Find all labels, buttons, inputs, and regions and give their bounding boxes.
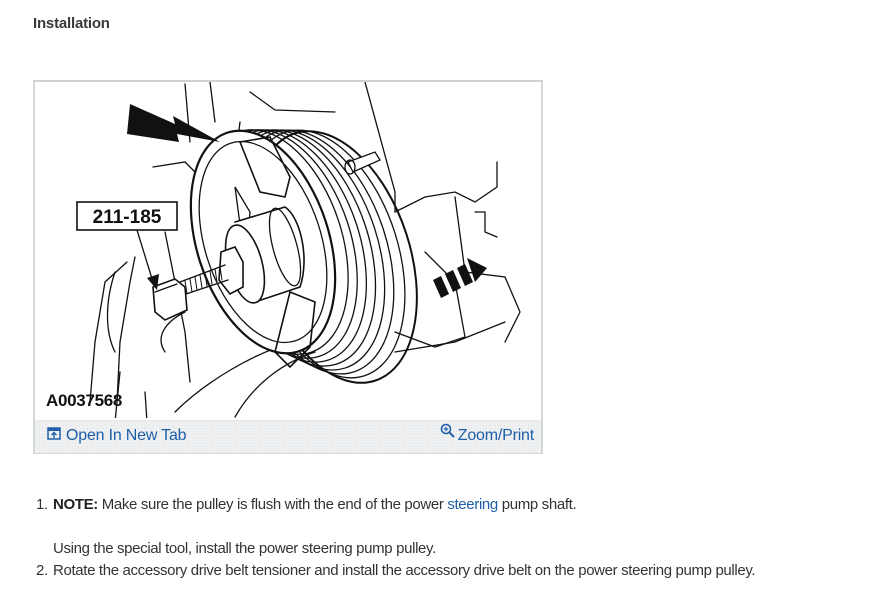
- motion-direction-arrow-icon: [433, 258, 487, 298]
- figure-id: A0037568: [46, 391, 123, 410]
- step-1: 1. NOTE: Make sure the pulley is flush w…: [33, 494, 863, 560]
- step-number: 1.: [36, 496, 48, 513]
- open-new-tab-icon: [47, 427, 61, 445]
- tool-callout-label: 211-185: [93, 207, 162, 228]
- zoom-in-magnifier-icon: [440, 423, 456, 444]
- step-2: 2. Rotate the accessory drive belt tensi…: [33, 560, 863, 582]
- step-number: 2.: [36, 562, 48, 579]
- illustration-svg: 211-185: [76, 82, 521, 418]
- figure-container: 211-185 A0037568: [33, 80, 543, 454]
- section-title: Installation: [33, 15, 110, 32]
- step-2-text: Rotate the accessory drive belt tensione…: [53, 562, 756, 579]
- step-1-instruction: Using the special tool, install the powe…: [53, 540, 436, 557]
- press-direction-arrow-icon: [127, 104, 220, 142]
- figure-footer-bar: Open In New Tab Zoom/Print: [35, 420, 541, 453]
- open-new-tab-link[interactable]: Open In New Tab: [47, 427, 187, 445]
- open-new-tab-label: Open In New Tab: [66, 427, 187, 444]
- pulley-installation-illustration: 211-185: [35, 82, 541, 418]
- steering-link[interactable]: steering: [447, 496, 498, 513]
- step-1-note: NOTE: Make sure the pulley is flush with…: [53, 496, 577, 513]
- zoom-print-link[interactable]: Zoom/Print: [440, 423, 534, 445]
- note-label: NOTE:: [53, 496, 98, 513]
- tool-callout-box: 211-185: [76, 201, 178, 231]
- zoom-print-label: Zoom/Print: [457, 427, 534, 444]
- installation-steps-list: 1. NOTE: Make sure the pulley is flush w…: [33, 494, 863, 582]
